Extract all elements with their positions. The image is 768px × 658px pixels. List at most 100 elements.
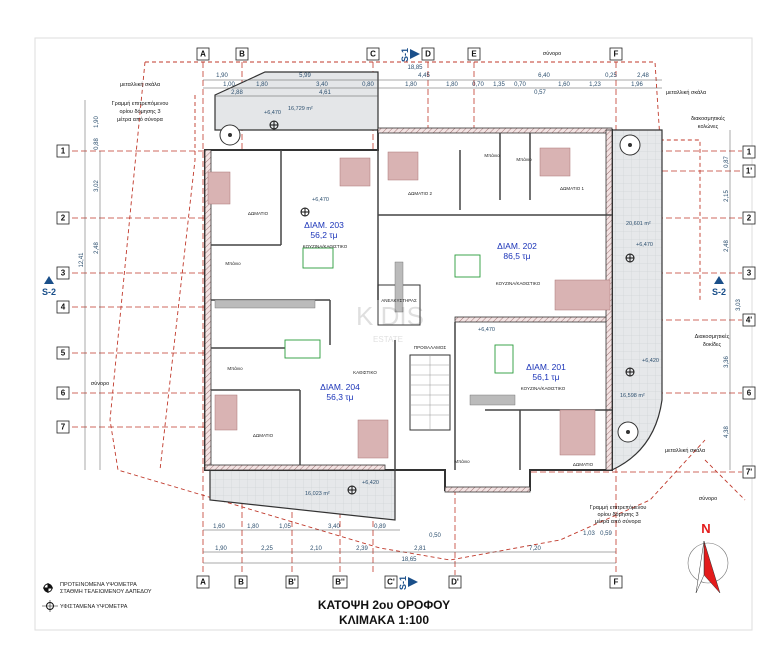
dimension-text: 2,81 xyxy=(414,546,426,552)
note-deco-columns: διακοσμητικές xyxy=(691,115,725,122)
note-build-line: ορίου δόμησης 3 xyxy=(119,108,160,115)
dimension-text: 2,39 xyxy=(356,546,368,552)
level-marker-icon xyxy=(269,120,635,495)
dimension-text: 7,20 xyxy=(529,546,541,552)
level-mark: +6,420 xyxy=(362,480,379,486)
furniture xyxy=(207,147,611,459)
svg-text:ΣΤΑΘΜΗ ΤΕΛΕΙΩΜΕΝΟΥ ΔΑΠΕΔΟΥ: ΣΤΑΘΜΗ ΤΕΛΕΙΩΜΕΝΟΥ ΔΑΠΕΔΟΥ xyxy=(60,589,152,595)
dimension-text: 2,88 xyxy=(231,90,243,96)
room-label: ΚΟΥΖΙΝΑ/ΚΑΘΙΣΤΙΚΟ xyxy=(496,281,541,286)
dimension-text: 0,88 xyxy=(94,138,100,150)
svg-text:1: 1 xyxy=(747,148,752,157)
dimension-text: 1,80 xyxy=(256,82,268,88)
svg-text:ΥΦΙΣΤΑΜΕΝΑ ΥΨΟΜΕΤΡΑ: ΥΦΙΣΤΑΜΕΝΑ ΥΨΟΜΕΤΡΑ xyxy=(60,604,128,610)
apartment-202-area: 86,5 τμ xyxy=(503,251,530,261)
room-label: ΔΩΜΑΤΙΟ xyxy=(253,433,274,438)
room-label: ΚΟΥΖΙΝΑ/ΚΑΘΙΣΤΙΚΟ xyxy=(303,244,348,249)
dimension-text: 3,02 xyxy=(94,180,100,192)
level-mark: +6,470 xyxy=(312,197,329,203)
dimension-text: 12,41 xyxy=(79,252,85,268)
apartment-204-name: ΔΙΑΜ. 204 xyxy=(320,382,360,392)
svg-text:B'': B'' xyxy=(335,578,345,587)
note-build-line: Γραμμή επιτρεπόμενου xyxy=(112,100,169,107)
spiral-stair-icon xyxy=(219,124,641,443)
room-label: Μπάνιο xyxy=(484,152,500,158)
svg-text:1: 1 xyxy=(61,147,66,156)
dimension-text: 2,48 xyxy=(724,240,730,252)
dimension-text: 0,70 xyxy=(472,82,484,88)
proposed-level-icon xyxy=(43,583,53,593)
svg-text:3: 3 xyxy=(747,269,752,278)
dimension-text: 2,48 xyxy=(637,73,649,79)
dimension-text: 2,48 xyxy=(94,242,100,254)
terrace-area: 16,023 m² xyxy=(305,491,330,497)
svg-text:F: F xyxy=(614,578,619,587)
dimension-text: 2,10 xyxy=(310,546,322,552)
level-mark: +6,470 xyxy=(264,110,281,116)
dimension-text: 5,99 xyxy=(299,73,311,79)
level-mark: +6,470 xyxy=(636,242,653,248)
svg-text:D: D xyxy=(425,50,431,59)
note-metal-stair: μεταλλική σκάλα xyxy=(665,447,706,454)
dimension-text: 1,96 xyxy=(631,82,643,88)
section-marker-s1: S-1 S-1 xyxy=(398,48,420,590)
svg-text:A: A xyxy=(200,50,206,59)
dimension-text: 0,50 xyxy=(429,533,441,539)
dimension-lines xyxy=(84,79,731,564)
dimension-text: 1,90 xyxy=(215,546,227,552)
note-boundary: σύνορο xyxy=(543,50,561,57)
legend: ΠΡΟΤΕΙΝΟΜΕΝΑ ΥΨΟΜΕΤΡΑ ΣΤΑΘΜΗ ΤΕΛΕΙΩΜΕΝΟΥ… xyxy=(42,582,152,612)
note-deco-beams: Διακοσμητικές xyxy=(695,333,730,340)
dimension-text: 1,23 xyxy=(589,82,601,88)
note-build-line: ορίου δόμησης 3 xyxy=(597,511,638,518)
svg-text:E: E xyxy=(471,50,477,59)
dimension-text: 3,36 xyxy=(724,356,730,368)
dimension-text: 0,57 xyxy=(534,90,546,96)
dimension-text: 1,80 xyxy=(247,524,259,530)
note-deco-columns: κολώνες xyxy=(698,123,719,130)
svg-text:B: B xyxy=(238,578,244,587)
dimension-text: 4,45 xyxy=(418,73,430,79)
dimension-text: 2,25 xyxy=(261,546,273,552)
svg-text:ESTATE: ESTATE xyxy=(373,335,403,344)
dimension-text: 0,70 xyxy=(514,82,526,88)
svg-text:5: 5 xyxy=(61,349,66,358)
room-label: ΚΟΥΖΙΝΑ/ΚΑΘΙΣΤΙΚΟ xyxy=(521,386,566,391)
stair-treads xyxy=(410,355,450,430)
svg-text:4': 4' xyxy=(746,316,752,325)
dimension-text: 1,80 xyxy=(446,82,458,88)
existing-level-icon xyxy=(42,600,58,612)
grid-label-top: A B C D E F xyxy=(196,47,623,61)
apartment-201-area: 56,1 τμ xyxy=(532,372,559,382)
room-label: Μπάνιο xyxy=(227,365,243,371)
drawing-title: ΚΑΤΟΨΗ 2ου ΟΡΟΦΟΥ xyxy=(318,598,450,612)
svg-text:6: 6 xyxy=(747,389,752,398)
svg-text:S-2: S-2 xyxy=(712,287,726,297)
grid-label-bottom: A B B' B'' C' D' F xyxy=(196,575,623,589)
svg-text:N: N xyxy=(701,521,710,536)
dimension-text: 1,00 xyxy=(223,82,235,88)
dimension-text: 0,59 xyxy=(600,531,612,537)
terrace-area: 20,601 m² xyxy=(626,221,651,227)
dimension-total: 18,65 xyxy=(401,557,417,563)
note-metal-stair: μεταλλική σκάλα xyxy=(666,89,707,96)
note-build-line: μέτρα από σύνορα xyxy=(595,518,642,525)
watermark-logo: K DIS ESTATE xyxy=(356,301,424,344)
level-mark: +6,470 xyxy=(478,327,495,333)
dimension-text: 1,80 xyxy=(405,82,417,88)
dimension-text: 0,25 xyxy=(605,73,617,79)
apartment-203-area: 56,2 τμ xyxy=(310,230,337,240)
svg-text:2: 2 xyxy=(61,214,66,223)
north-arrow-icon: N xyxy=(687,521,729,594)
svg-text:C': C' xyxy=(387,578,395,587)
dimension-text: 0,87 xyxy=(724,156,730,168)
room-label: Μπάνιο xyxy=(225,260,241,266)
room-label: ΔΩΜΑΤΙΟ xyxy=(248,211,269,216)
svg-text:S-2: S-2 xyxy=(42,287,56,297)
room-label: ΠΡΟΘΑΛΑΜΟΣ xyxy=(414,345,446,350)
svg-text:7': 7' xyxy=(746,468,752,477)
dimension-text: 3,40 xyxy=(328,524,340,530)
apartment-202-name: ΔΙΑΜ. 202 xyxy=(497,241,537,251)
note-build-line: Γραμμή επιτρεπόμενου xyxy=(590,504,647,511)
drawing-scale: ΚΛΙΜΑΚΑ 1:100 xyxy=(339,613,429,627)
